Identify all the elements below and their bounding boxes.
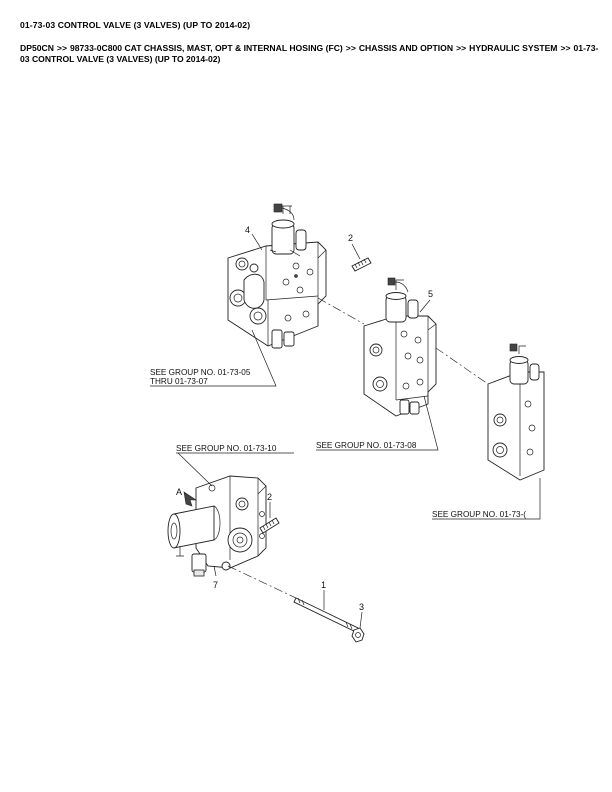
breadcrumb-separator: >> (560, 43, 571, 53)
callout-3[interactable]: 3 (359, 602, 364, 612)
breadcrumb-item-chassis-option[interactable]: CHASSIS AND OPTION (358, 43, 454, 53)
stud-bolt-2-lower[interactable] (259, 517, 280, 534)
leader-line (213, 565, 217, 577)
valve-section-5[interactable] (363, 277, 437, 417)
reference-label[interactable]: SEE GROUP NO. 01-73-05 (150, 368, 251, 377)
inlet-section-7[interactable] (167, 475, 267, 577)
reference-group-01-73-08[interactable]: SEE GROUP NO. 01-73-08 (316, 395, 439, 451)
valve-section-4[interactable] (227, 203, 327, 349)
leader-line (251, 233, 263, 251)
reference-label[interactable]: SEE GROUP NO. 01-73-08 (316, 441, 417, 450)
leader-line (359, 611, 363, 629)
callout-1[interactable]: 1 (321, 580, 326, 590)
reference-label[interactable]: SEE GROUP NO. 01-73-10 (176, 444, 277, 453)
view-arrow-a: A (176, 487, 197, 507)
assembly-axis (435, 347, 489, 385)
breadcrumb-separator: >> (345, 43, 356, 53)
breadcrumb-item-chassis[interactable]: 98733-0C800 CAT CHASSIS, MAST, OPT & INT… (69, 43, 343, 53)
reference-group-01-73-10[interactable]: SEE GROUP NO. 01-73-10 (176, 444, 294, 487)
assembly-axis (227, 565, 297, 599)
tie-rod-1[interactable] (293, 597, 359, 633)
leader-line (419, 299, 431, 313)
assembly-axis (317, 297, 365, 325)
nut-3[interactable] (351, 627, 365, 643)
reference-group-01-73-05[interactable]: SEE GROUP NO. 01-73-05 THRU 01-73-07 (150, 329, 277, 387)
valve-section-right[interactable] (487, 343, 545, 481)
callout-a: A (176, 487, 182, 497)
callout-5[interactable]: 5 (428, 289, 433, 299)
reference-label[interactable]: SEE GROUP NO. 01-73-( (432, 510, 526, 519)
page-title: 01-73-03 CONTROL VALVE (3 VALVES) (UP TO… (20, 20, 251, 30)
breadcrumb: DP50CN>>98733-0C800 CAT CHASSIS, MAST, O… (20, 43, 600, 65)
callout-7[interactable]: 7 (213, 580, 218, 590)
callout-2-lower[interactable]: 2 (267, 492, 272, 502)
callout-4[interactable]: 4 (245, 225, 250, 235)
reference-group-right[interactable]: SEE GROUP NO. 01-73-( (432, 478, 541, 520)
stud-bolt-2-upper[interactable] (351, 257, 372, 272)
breadcrumb-separator: >> (456, 43, 467, 53)
leader-line (351, 243, 361, 260)
breadcrumb-item-hydraulic-system[interactable]: HYDRAULIC SYSTEM (469, 43, 558, 53)
callout-2-upper[interactable]: 2 (348, 233, 353, 243)
breadcrumb-item-current: 01-73-03 CONTROL VALVE (3 VALVES) (UP TO… (20, 43, 599, 64)
breadcrumb-separator: >> (56, 43, 67, 53)
breadcrumb-item-model[interactable]: DP50CN (20, 43, 54, 53)
reference-label[interactable]: THRU 01-73-07 (150, 377, 208, 386)
